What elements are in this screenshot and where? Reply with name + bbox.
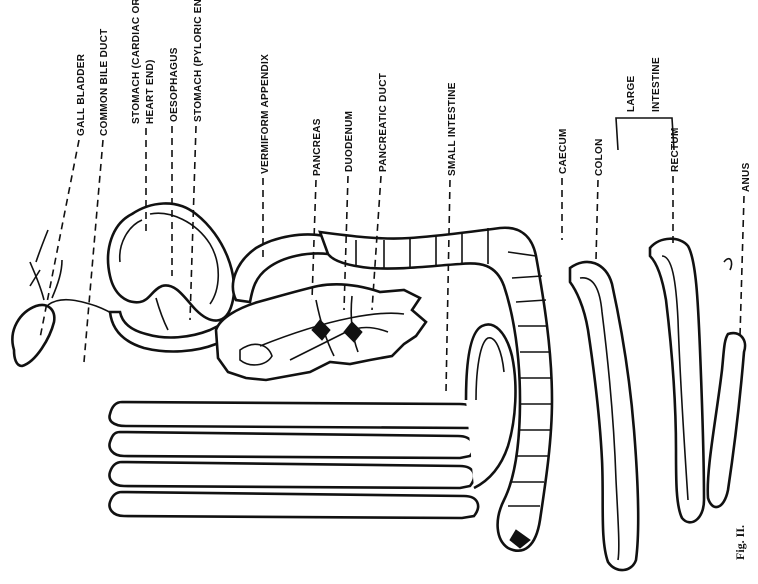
label-caecum: CAECUM [558,128,569,174]
figure-number: Fig. II. [733,525,747,560]
gall-bladder [12,230,116,366]
rectum [650,239,704,523]
label-oesophagus: OESOPHAGUS [169,47,180,122]
label-anus: ANUS [741,162,752,192]
label-pancreas: PANCREAS [312,118,323,176]
label-common-bile-duct: COMMON BILE DUCT [99,28,110,136]
label-rectum: RECTUM [670,127,681,172]
label-colon: COLON [594,138,605,176]
anus-tube [708,259,745,507]
label-gall-bladder: GALL BLADDER [76,53,87,136]
label-duodenum: DUODENUM [344,111,355,172]
label-stomach-pyloric: STOMACH (PYLORIC END) [193,0,204,122]
label-large-intestine-line-1: LARGE [626,75,637,112]
label-large-intestine-line-2: INTESTINE [651,57,662,112]
label-stomach-cardiac-line-2: HEART END) [145,59,156,124]
label-pancreatic-duct: PANCREATIC DUCT [378,73,389,172]
label-vermiform-appendix: VERMIFORM APPENDIX [260,54,271,174]
label-small-intestine: SMALL INTESTINE [447,82,458,176]
label-stomach-cardiac-line-1: STOMACH (CARDIAC OR [131,0,142,124]
colon-loop [570,262,638,570]
large-intestine-bracket [616,118,674,150]
